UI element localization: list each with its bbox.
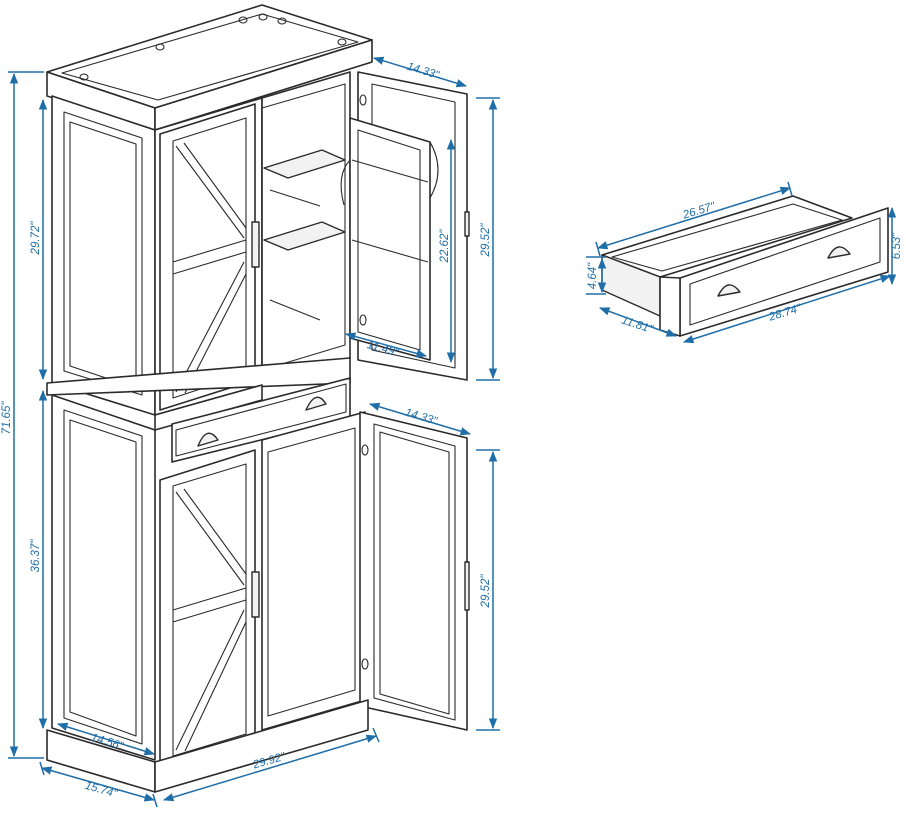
label-drawer-inner-height: 4.64"	[587, 262, 599, 289]
lower-door-handle	[251, 571, 260, 618]
drawer-illustration	[601, 195, 889, 337]
lower-open-door	[359, 411, 470, 731]
upper-interior	[261, 83, 346, 371]
upper-side-panel	[51, 95, 156, 416]
label-shelf-height: 22.62"	[439, 229, 451, 264]
dim-drawer-inner-height: 4.64"	[586, 256, 607, 295]
dim-bottom-door-height: 29.52"	[476, 449, 500, 731]
dim-drawer-front-height: 6.53"	[887, 206, 903, 286]
lower-glass-door	[159, 449, 256, 769]
dim-lower-height: 36.37"	[30, 389, 48, 730]
label-bottom-door-height: 29.52"	[480, 574, 492, 609]
lower-interior	[261, 411, 366, 731]
cabinet-illustration	[46, 4, 470, 793]
label-total-depth: 15.74"	[83, 780, 119, 801]
label-upper-height: 29.72"	[30, 221, 42, 256]
label-top-door-height: 29.52"	[480, 223, 492, 258]
dim-shelf-height: 22.62"	[439, 138, 456, 364]
upper-door-handle	[251, 221, 260, 268]
dim-total-height: 71.65"	[1, 71, 44, 759]
label-lower-height: 36.37"	[30, 539, 42, 573]
cabinet-top	[46, 4, 373, 131]
label-top-door-depth: 14.33"	[405, 61, 441, 82]
lower-side-panel	[51, 394, 156, 761]
dim-upper-height: 29.72"	[30, 98, 48, 381]
drawer-section	[46, 357, 351, 463]
upper-glass-door	[159, 103, 256, 411]
label-drawer-depth: 11.81"	[620, 314, 655, 336]
dim-top-door-height: 29.52"	[476, 97, 500, 381]
label-drawer-front-height: 6.53"	[891, 232, 903, 259]
upper-open-door	[340, 71, 470, 381]
label-drawer-inner-width: 26.57"	[681, 200, 718, 222]
label-total-height: 71.65"	[1, 401, 13, 435]
